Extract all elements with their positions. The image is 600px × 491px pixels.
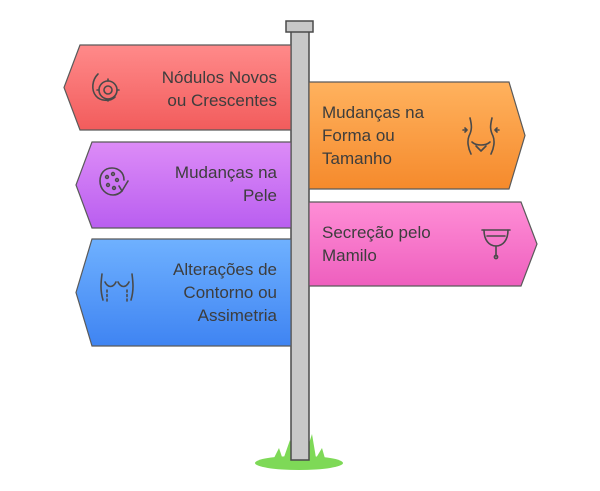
sign-forma: Mudanças na Forma ou Tamanho — [308, 81, 526, 190]
sign-nodulos: Nódulos Novos ou Crescentes — [63, 44, 292, 131]
sign-pele-line-1: Mudanças na — [175, 163, 278, 182]
sign-contorno-line-1: Alterações de — [173, 260, 277, 279]
contour-icon — [100, 273, 134, 303]
sign-secrecao: Secreção pelo Mamilo — [308, 201, 538, 287]
sign-forma-line-3: Tamanho — [322, 149, 392, 168]
sign-forma-line-2: Forma ou — [322, 126, 395, 145]
discharge-cup-icon — [481, 229, 511, 260]
sign-pele: Mudanças na Pele — [75, 141, 292, 229]
sign-secrecao-line-2: Mamilo — [322, 246, 377, 265]
sign-secrecao-line-1: Secreção pelo — [322, 223, 431, 242]
grass — [255, 434, 343, 470]
sign-forma-line-1: Mudanças na — [322, 103, 425, 122]
sign-nodulos-line-2: ou Crescentes — [167, 91, 277, 110]
skin-icon — [99, 167, 129, 196]
sign-pele-line-2: Pele — [243, 186, 277, 205]
body-shape-icon — [462, 117, 500, 155]
sign-nodulos-line-1: Nódulos Novos — [162, 68, 277, 87]
sign-contorno-line-2: Contorno ou — [183, 283, 277, 302]
lump-icon — [92, 73, 120, 102]
sign-contorno-line-3: Assimetria — [198, 306, 278, 325]
sign-contorno: Alterações de Contorno ou Assimetria — [75, 238, 292, 347]
